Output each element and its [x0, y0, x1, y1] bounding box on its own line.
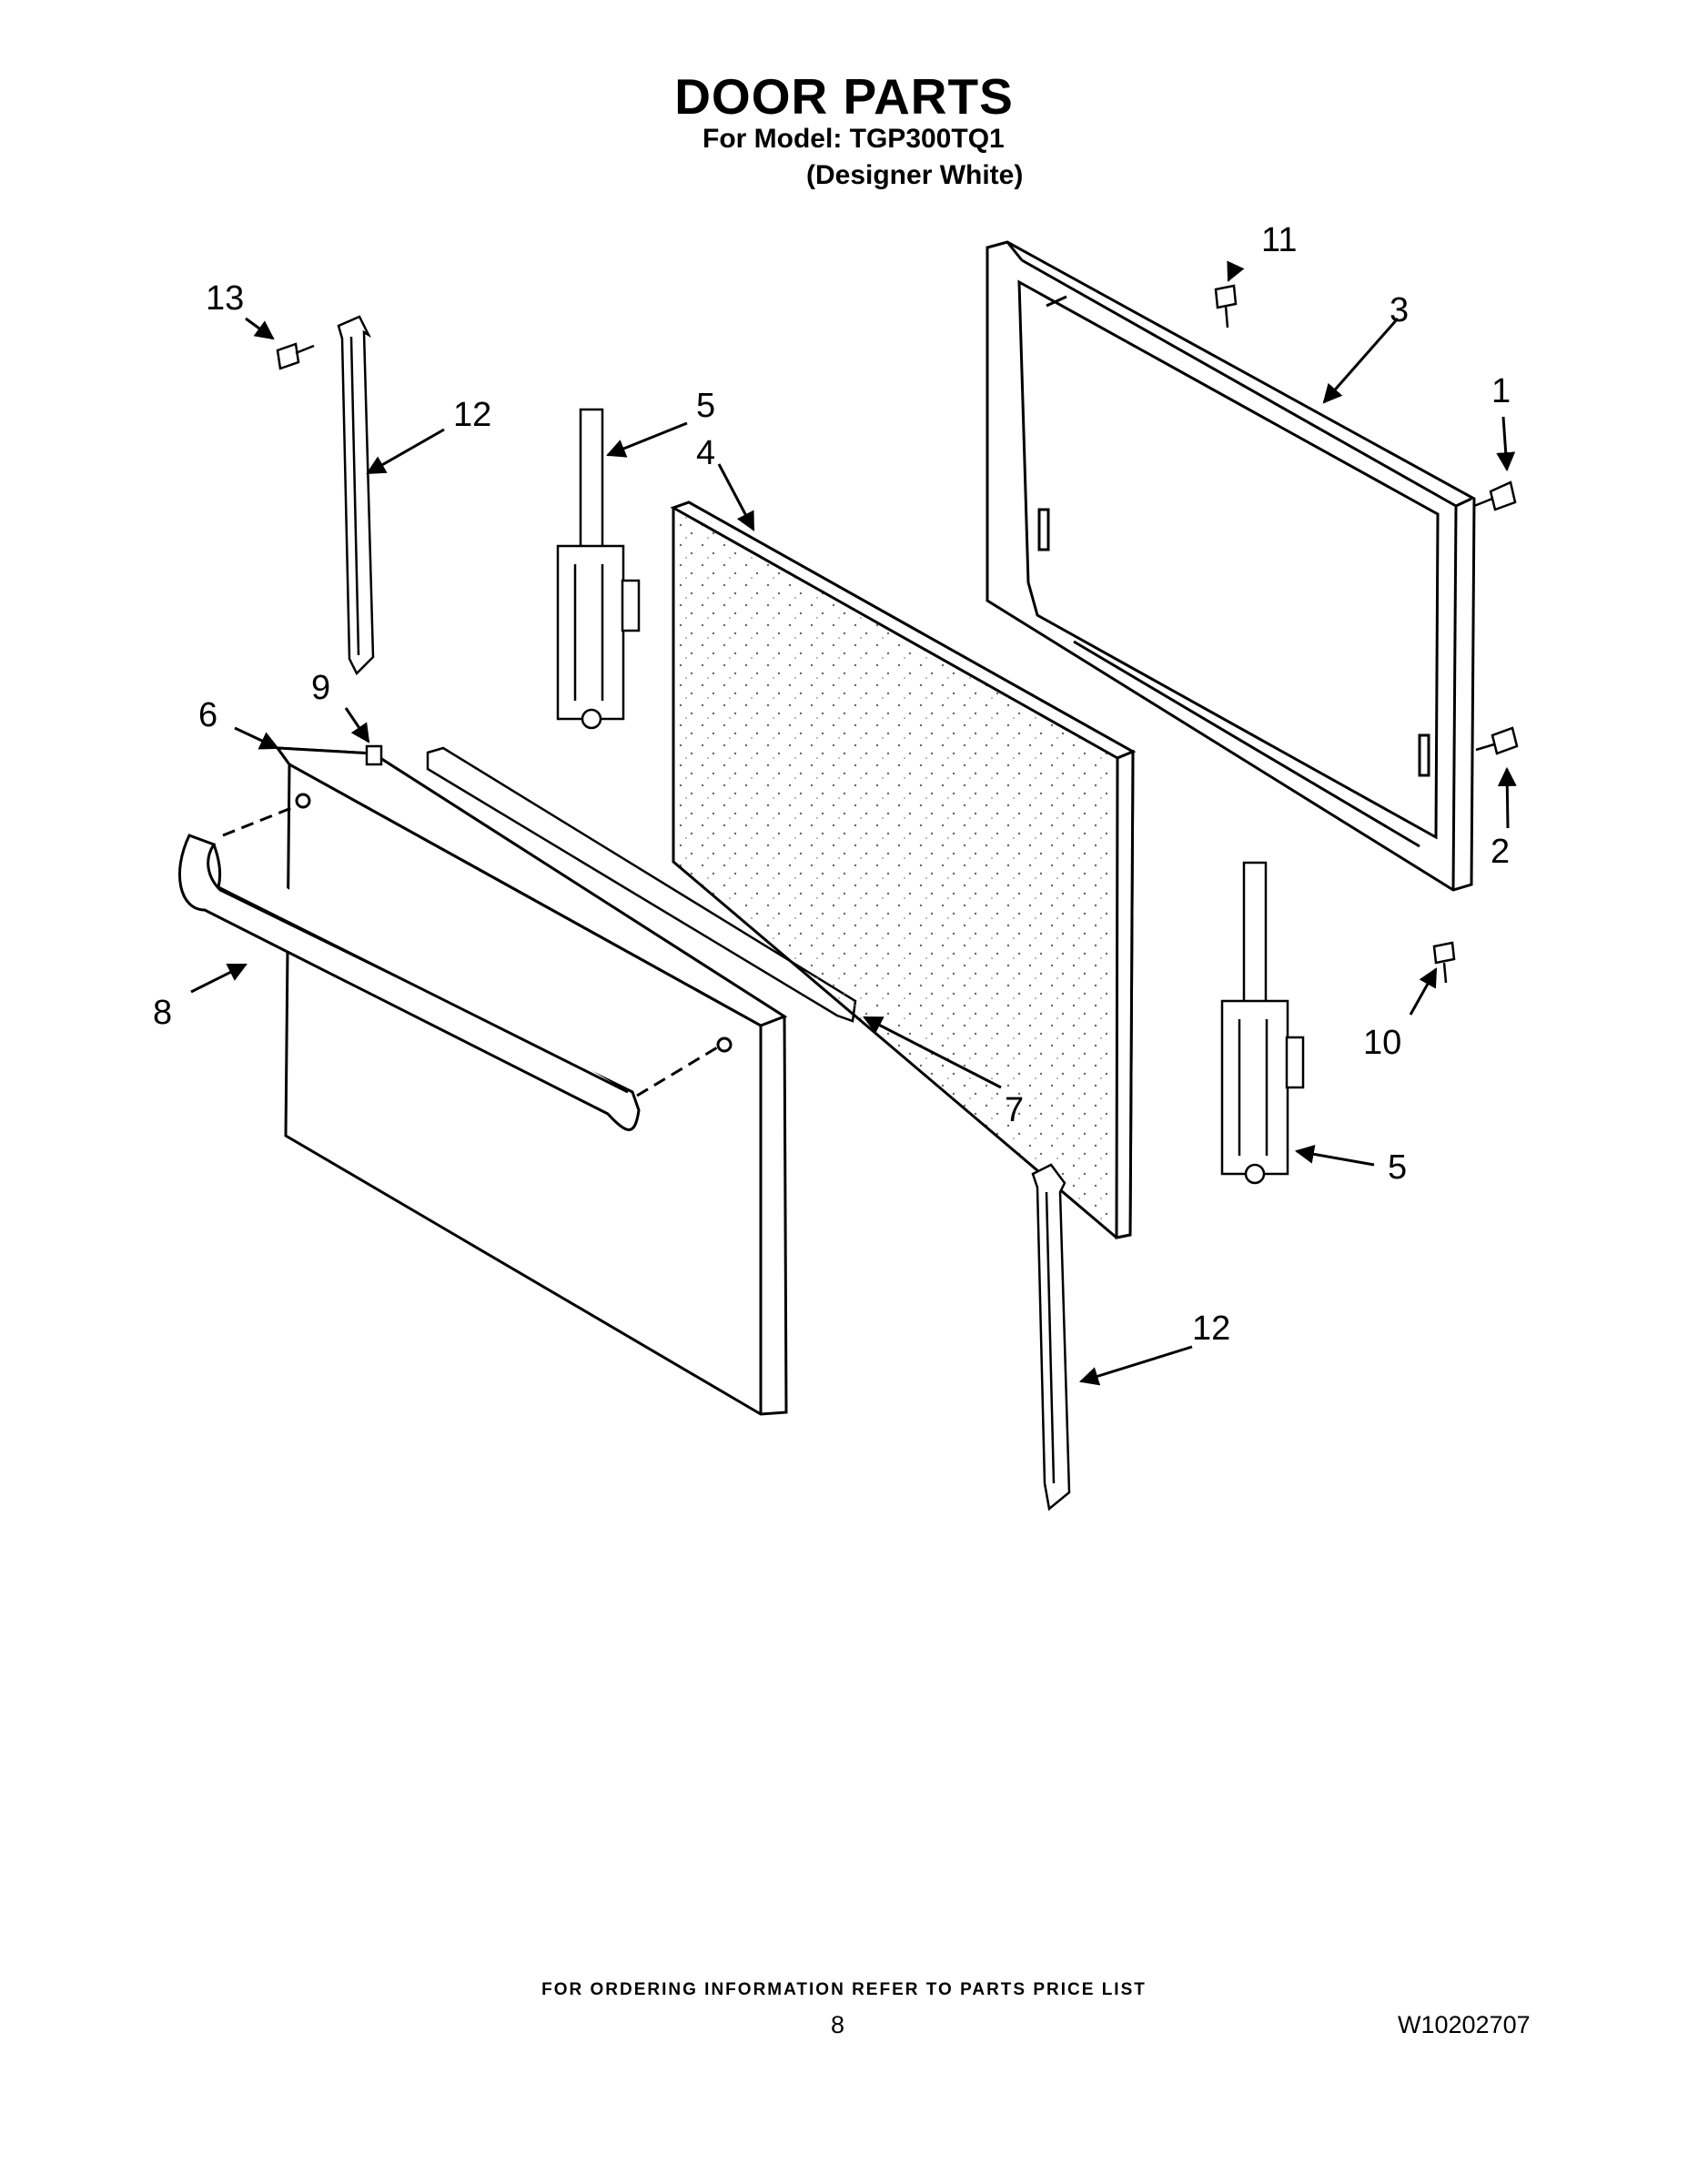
page-number: 8	[831, 2011, 845, 2038]
callout-5-lower: 5	[1388, 1148, 1407, 1187]
clip-9	[365, 744, 383, 766]
gasket-strip-part	[426, 746, 857, 1023]
outer-door-panel-part	[274, 746, 788, 1416]
callout-11: 11	[1261, 221, 1297, 259]
page-title: DOOR PARTS	[674, 68, 1014, 125]
callout-12-lower: 12	[1192, 1309, 1230, 1348]
screw-11	[1214, 284, 1238, 329]
hinge-lower-part	[1220, 861, 1305, 1185]
hinge-upper-part	[556, 408, 641, 730]
callout-labels: 1 2 3 4 5 5 6 7 8 9 10 11 12 12 13	[153, 221, 1511, 1348]
screw-10	[1432, 941, 1456, 984]
leader-lines	[190, 260, 1517, 1386]
callout-5-upper: 5	[696, 387, 715, 425]
document-number: W10202707	[1398, 2011, 1531, 2038]
callout-3: 3	[1390, 291, 1409, 329]
callout-7: 7	[1005, 1091, 1024, 1129]
color-line: (Designer White)	[806, 160, 1024, 190]
callout-6: 6	[198, 696, 217, 734]
callout-8: 8	[153, 994, 172, 1032]
callout-1: 1	[1491, 372, 1511, 410]
hinge-receptacle-lower-part	[1031, 1163, 1071, 1512]
model-line: For Model: TGP300TQ1	[702, 124, 1005, 154]
screw-2	[1475, 726, 1519, 755]
ordering-note: FOR ORDERING INFORMATION REFER TO PARTS …	[541, 1980, 1147, 1999]
callout-9: 9	[311, 669, 330, 707]
callout-13: 13	[206, 279, 244, 318]
callout-10: 10	[1363, 1024, 1401, 1062]
insulation-part	[670, 500, 1137, 1239]
door-handle-part	[177, 806, 720, 1131]
inner-door-frame-part	[986, 240, 1476, 892]
callout-2: 2	[1491, 833, 1510, 871]
callout-12-upper: 12	[453, 396, 491, 434]
screw-13	[276, 342, 315, 370]
hinge-receptacle-upper-part	[337, 315, 375, 676]
callout-4: 4	[696, 434, 715, 472]
screw-1	[1473, 480, 1517, 511]
